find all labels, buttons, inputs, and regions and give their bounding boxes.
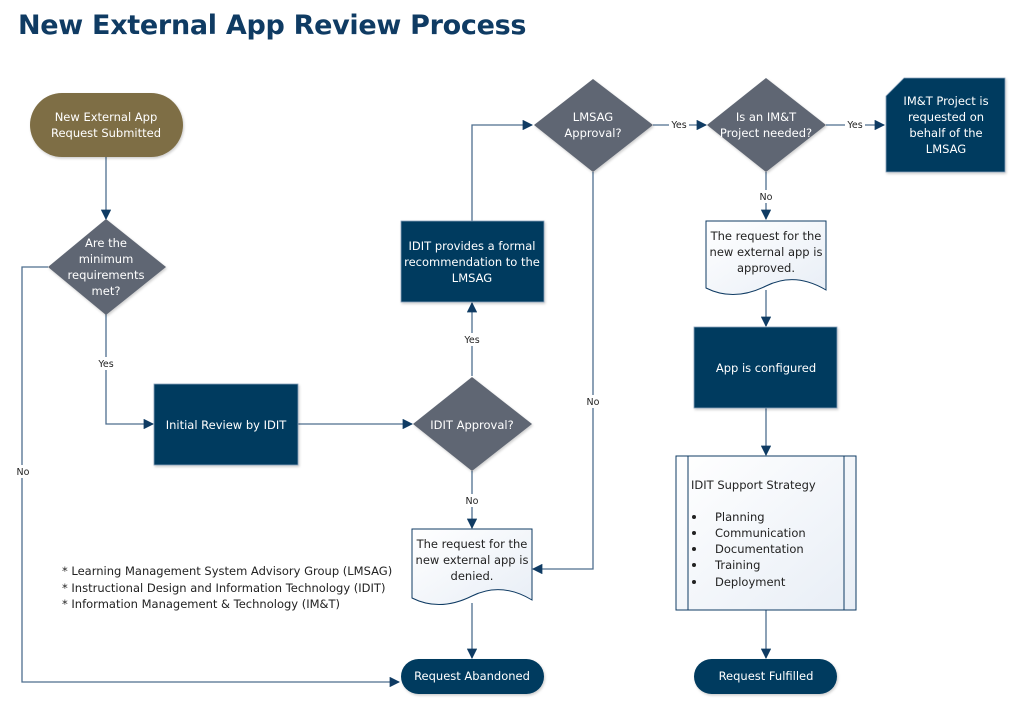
node-request-abandoned-label: Request Abandoned [414, 669, 530, 683]
node-imt-project-line2: requested on [908, 110, 984, 124]
node-request-abandoned[interactable] [401, 659, 544, 694]
node-start-label-line2: Request Submitted [51, 126, 161, 140]
edge-label-imt-yes: Yes [846, 120, 862, 131]
edge-label-minreq-no: No [17, 467, 30, 478]
connector-minreq-yes [105, 314, 155, 430]
node-imt-project-line1: IM&T Project is [903, 94, 988, 108]
edge-labels: Yes No Yes No No Yes Yes No [14, 119, 865, 507]
edge-label-iditapproval-yes: Yes [463, 335, 479, 346]
node-idit-approval-label: IDIT Approval? [430, 418, 513, 432]
bullet-icon [692, 515, 696, 519]
node-approved-document-line3: approved. [737, 261, 795, 275]
node-denied-document-line2: new external app is [416, 553, 529, 567]
node-min-requirements[interactable] [48, 219, 166, 315]
edge-label-imt-no: No [760, 192, 773, 203]
note-idit: * Instructional Design and Information T… [62, 580, 386, 595]
edge-label-lmsag-no: No [587, 397, 600, 408]
node-lmsag-approval-line2: Approval? [564, 126, 621, 140]
page-title: New External App Review Process [18, 10, 527, 41]
support-item-training: Training [714, 558, 760, 572]
node-min-requirements-line1: Are the [85, 236, 127, 250]
edge-label-iditapproval-no: No [466, 496, 479, 507]
node-start[interactable] [30, 93, 183, 157]
node-imt-project[interactable] [885, 77, 1006, 173]
support-strategy-list: Planning Communication Documentation Tra… [692, 510, 806, 589]
node-denied-document[interactable] [411, 528, 533, 606]
node-imt-needed[interactable] [707, 78, 826, 172]
bullet-icon [692, 563, 696, 567]
node-request-fulfilled[interactable] [694, 659, 837, 694]
support-item-planning: Planning [715, 510, 765, 524]
connector-recommend-to-lmsag [471, 119, 534, 221]
support-item-deployment: Deployment [715, 575, 786, 589]
node-min-requirements-line2: minimum [79, 252, 134, 266]
bullet-icon [692, 547, 696, 551]
connector-lmsag-no [531, 172, 594, 575]
node-idit-recommendation[interactable] [400, 220, 545, 303]
node-idit-recommendation-line2: recommendation to the [404, 255, 540, 269]
node-initial-review[interactable] [153, 383, 299, 466]
node-imt-needed-line1: Is an IM&T [736, 110, 797, 124]
node-app-configured[interactable] [693, 326, 838, 409]
note-lmsag: * Learning Management System Advisory Gr… [62, 564, 393, 578]
bullet-icon [692, 531, 696, 535]
node-imt-project-line3: behalf of the [909, 126, 982, 140]
node-lmsag-approval-line1: LMSAG [573, 110, 613, 124]
node-app-configured-label: App is configured [716, 361, 816, 375]
support-item-communication: Communication [715, 526, 806, 540]
edge-label-minreq-yes: Yes [97, 359, 113, 370]
node-approved-document-line1: The request for the [710, 229, 822, 243]
node-idit-approval[interactable] [413, 377, 532, 471]
edge-label-lmsag-yes: Yes [670, 120, 686, 131]
bullet-icon [692, 580, 696, 584]
node-support-strategy-title: IDIT Support Strategy [691, 478, 816, 492]
node-imt-project-line4: LMSAG [926, 142, 966, 156]
node-start-label-line1: New External App [55, 110, 158, 124]
node-min-requirements-line4: met? [92, 284, 121, 298]
node-support-strategy[interactable] [675, 455, 857, 611]
node-min-requirements-line3: requirements [68, 268, 145, 282]
node-initial-review-label: Initial Review by IDIT [166, 418, 288, 432]
node-approved-document[interactable] [705, 220, 827, 296]
support-item-documentation: Documentation [715, 542, 804, 556]
acronym-notes: * Learning Management System Advisory Gr… [62, 563, 392, 613]
node-denied-document-line3: denied. [451, 569, 494, 583]
node-denied-document-line1: The request for the [416, 537, 528, 551]
note-imt: * Information Management & Technology (I… [62, 597, 341, 611]
node-request-fulfilled-label: Request Fulfilled [719, 669, 814, 683]
node-approved-document-line2: new external app is [710, 245, 823, 259]
node-idit-recommendation-line1: IDIT provides a formal [409, 239, 536, 253]
node-lmsag-approval[interactable] [534, 79, 653, 172]
node-idit-recommendation-line3: LMSAG [452, 271, 492, 285]
connector-minreq-no [21, 266, 401, 688]
node-imt-needed-line2: Project needed? [720, 126, 812, 140]
